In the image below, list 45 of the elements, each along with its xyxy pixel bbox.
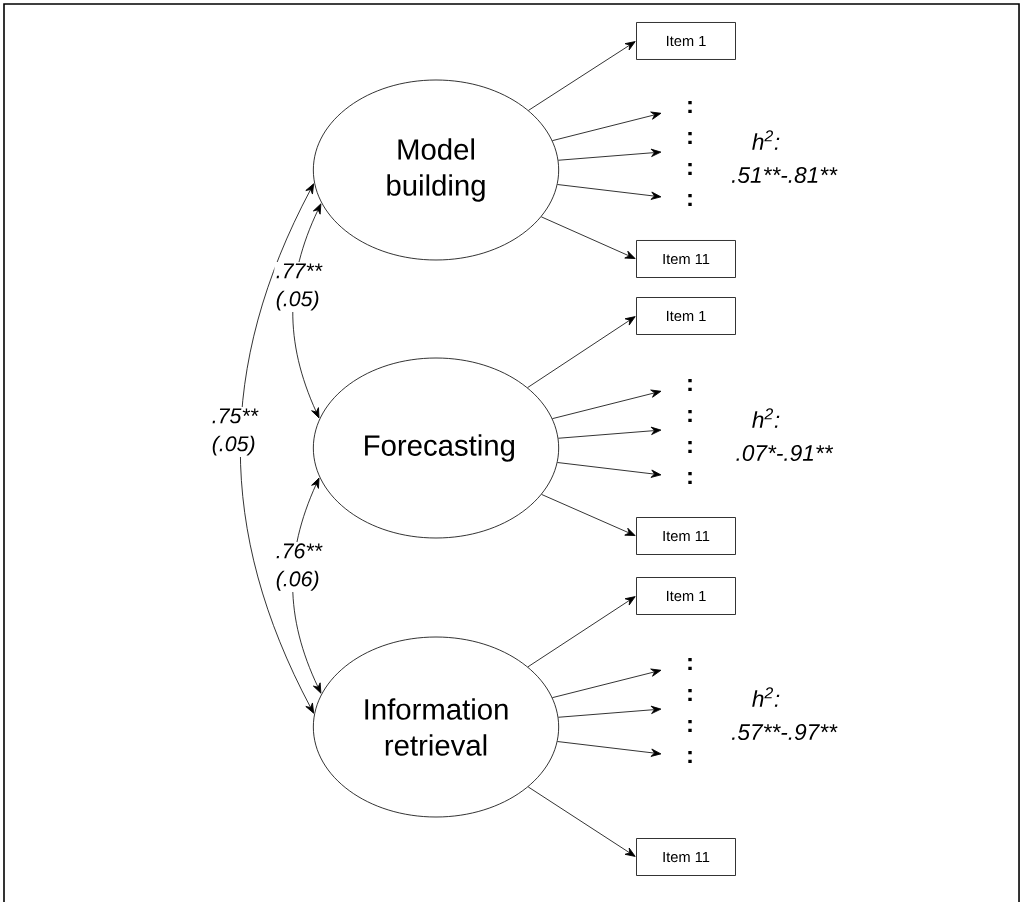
loading-arrow bbox=[557, 462, 662, 478]
ellipsis-dots: : bbox=[688, 193, 692, 207]
heritability-label: h$^{2}$: bbox=[752, 130, 780, 150]
loading-arrow bbox=[540, 216, 636, 259]
loading-arrow bbox=[527, 786, 636, 857]
loading-arrow bbox=[557, 741, 662, 757]
loading-arrow bbox=[557, 426, 662, 439]
ellipsis-dots: : bbox=[688, 440, 692, 454]
correlation-arrow bbox=[292, 477, 322, 694]
ellipsis-dots: : bbox=[688, 378, 692, 392]
loading-arrow bbox=[557, 148, 662, 161]
item-box: Item 11 bbox=[636, 240, 736, 278]
edge-label: .75** (.05) bbox=[210, 407, 267, 457]
loading-arrow bbox=[528, 41, 636, 111]
ellipsis-dots: : bbox=[688, 471, 692, 485]
loading-arrow bbox=[557, 184, 662, 200]
edge-label: .76** (.06) bbox=[274, 542, 331, 592]
edge-label: .77** (.05) bbox=[274, 262, 331, 312]
loading-arrow bbox=[541, 494, 636, 536]
ellipsis-dots: : bbox=[688, 657, 692, 671]
ellipsis-dots: : bbox=[688, 162, 692, 176]
ellipsis-dots: : bbox=[688, 719, 692, 733]
ellipsis-dots: : bbox=[688, 409, 692, 423]
item-box: Item 11 bbox=[636, 838, 736, 876]
loading-arrow bbox=[527, 316, 636, 388]
ellipsis-dots: : bbox=[688, 131, 692, 145]
loading-arrow bbox=[552, 111, 662, 142]
ellipsis-dots: : bbox=[688, 688, 692, 702]
ellipsis-dots: : bbox=[688, 750, 692, 764]
loading-arrow bbox=[552, 668, 662, 699]
heritability-range: .57**-.97** bbox=[731, 724, 838, 741]
loading-arrow bbox=[552, 389, 662, 420]
heritability-range: .51**-.81** bbox=[731, 167, 838, 184]
item-box: Item 1 bbox=[636, 577, 736, 615]
correlation-arrow bbox=[292, 203, 322, 419]
loading-arrow bbox=[527, 596, 636, 668]
heritability-label: h$^{2}$: bbox=[752, 687, 780, 707]
heritability-range: .07*-.91** bbox=[736, 445, 834, 462]
item-box: Item 1 bbox=[636, 297, 736, 335]
loading-arrow bbox=[557, 705, 662, 718]
item-box: Item 1 bbox=[636, 22, 736, 60]
heritability-label: h$^{2}$: bbox=[752, 408, 780, 428]
item-box: Item 11 bbox=[636, 517, 736, 555]
correlation-arrow bbox=[239, 183, 315, 714]
ellipsis-dots: : bbox=[688, 100, 692, 114]
